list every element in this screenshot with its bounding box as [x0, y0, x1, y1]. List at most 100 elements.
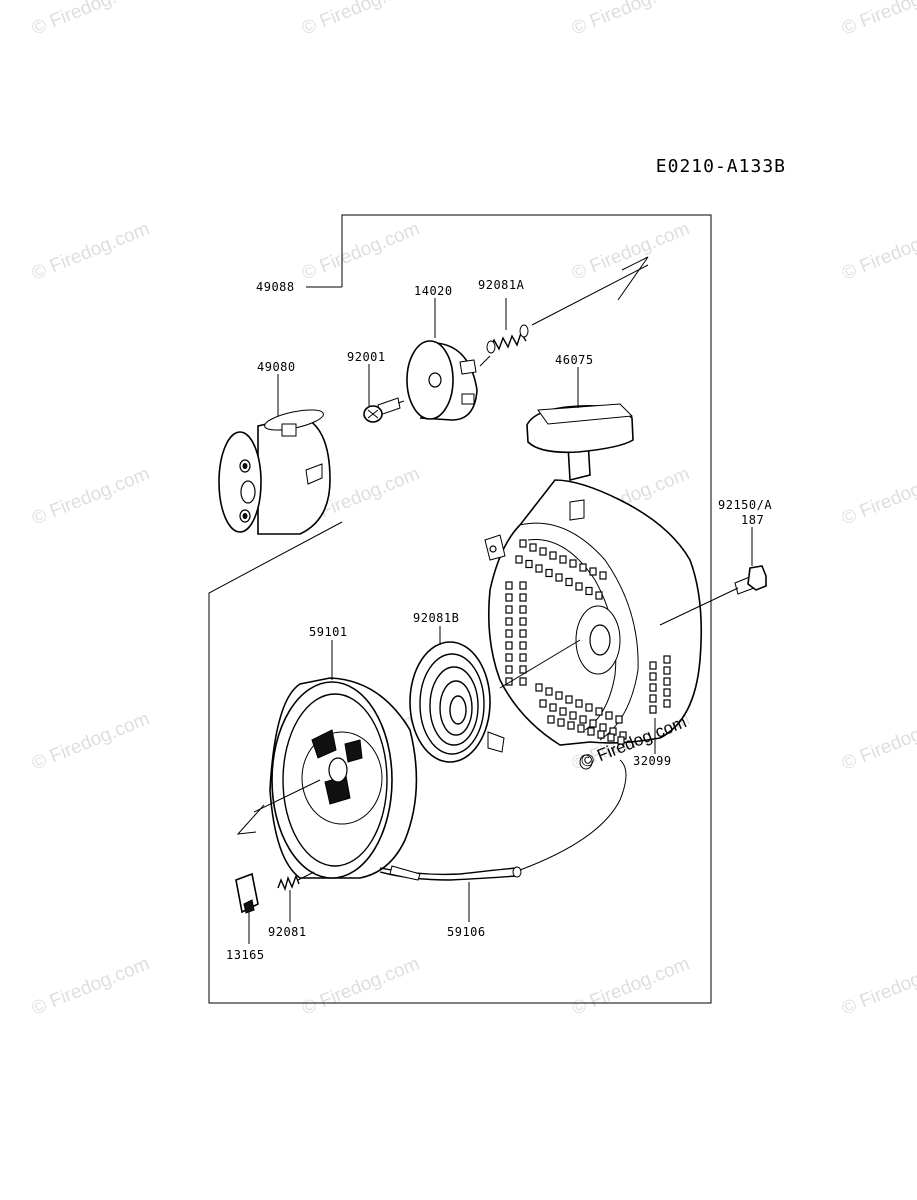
- part-14020-ratchet[interactable]: [406, 340, 478, 421]
- vent-slot: [519, 617, 527, 626]
- label-92081: 92081: [268, 925, 307, 939]
- label-92150a: 92150/A: [718, 498, 772, 512]
- vent-slot: [663, 677, 671, 686]
- vent-slot: [595, 707, 603, 716]
- housing-vent-grille: [505, 539, 671, 745]
- part-59106-rope[interactable]: [379, 759, 627, 881]
- vent-slot: [663, 655, 671, 664]
- vent-slot: [663, 699, 671, 708]
- part-59101-reel[interactable]: [269, 677, 418, 879]
- vent-slot: [605, 711, 613, 720]
- label-49080: 49080: [257, 360, 296, 374]
- vent-slot: [539, 547, 547, 556]
- watermark-text: © Firedog.com: [839, 953, 917, 1019]
- watermark-text: © Firedog.com: [299, 218, 423, 284]
- vent-slot: [559, 707, 567, 716]
- watermark-text: © Firedog.com: [29, 708, 153, 774]
- watermark-text: © Firedog.com: [299, 953, 423, 1019]
- vent-slot: [505, 653, 513, 662]
- label-92081a: 92081A: [478, 278, 525, 292]
- vent-slot: [569, 711, 577, 720]
- watermark-text: © Firedog.com: [839, 0, 917, 40]
- vent-slot: [559, 555, 567, 564]
- vent-slot: [505, 641, 513, 650]
- vent-slot: [567, 721, 575, 730]
- watermark-text: © Firedog.com: [29, 953, 153, 1019]
- label-13165: 13165: [226, 948, 265, 962]
- vent-slot: [519, 593, 527, 602]
- vent-slot: [519, 641, 527, 650]
- watermark-layer: © Firedog.com © Firedog.com © Firedog.com ©…: [29, 0, 917, 1020]
- diagram-code: E0210-A133B: [656, 156, 786, 177]
- vent-slot: [519, 581, 527, 590]
- vent-slot: [565, 577, 573, 587]
- watermark-text: © Firedog.com: [29, 218, 153, 284]
- assembly-frame: [208, 214, 712, 1004]
- part-32099-starter-housing[interactable]: [484, 479, 703, 770]
- vent-slot: [515, 555, 523, 564]
- vent-slot: [549, 703, 557, 712]
- watermark-text: © Firedog.com: [299, 0, 423, 40]
- vent-slot: [539, 699, 547, 708]
- watermark-text: © Firedog.com: [839, 218, 917, 284]
- label-92001: 92001: [347, 350, 386, 364]
- vent-slot: [519, 653, 527, 662]
- vent-slot: [585, 703, 593, 712]
- vent-slot: [519, 539, 527, 548]
- vent-slot: [535, 564, 543, 573]
- watermark-text: © Firedog.com: [29, 463, 153, 529]
- watermark-text: © Firedog.com: [839, 708, 917, 774]
- vent-slot: [587, 727, 595, 736]
- label-59106: 59106: [447, 925, 486, 939]
- vent-slot: [549, 551, 557, 560]
- vent-slot: [555, 573, 563, 582]
- vent-slot: [663, 666, 671, 675]
- vent-slot: [597, 730, 605, 739]
- part-92081a-spring[interactable]: [486, 324, 529, 354]
- part-49080-drive-cup[interactable]: [218, 406, 331, 535]
- vent-slot: [579, 563, 587, 572]
- vent-slot: [569, 559, 577, 568]
- vent-slot: [585, 586, 593, 596]
- watermark-text: © Firedog.com: [839, 463, 917, 529]
- vent-slot: [505, 665, 513, 674]
- part-92081b-recoil-spring[interactable]: [409, 641, 505, 763]
- label-49088: 49088: [256, 280, 295, 294]
- label-92081b: 92081B: [413, 611, 459, 625]
- label-59101: 59101: [309, 625, 348, 639]
- vent-slot: [595, 591, 603, 600]
- vent-slot: [649, 683, 657, 692]
- vent-slot: [649, 694, 657, 703]
- part-13165-clip[interactable]: [235, 872, 259, 914]
- label-46075: 46075: [555, 353, 594, 367]
- vent-slot: [577, 724, 585, 733]
- vent-slot: [565, 695, 573, 704]
- vent-slot: [599, 723, 607, 732]
- vent-slot: [649, 705, 657, 714]
- label-14020: 14020: [414, 284, 453, 298]
- vent-slot: [505, 605, 513, 614]
- watermark-text: © Firedog.com: [569, 953, 693, 1019]
- part-46075-handle[interactable]: [526, 403, 634, 482]
- vent-slot: [615, 715, 623, 724]
- vent-slot: [505, 581, 513, 590]
- vent-slot: [545, 687, 553, 696]
- vent-slot: [519, 677, 527, 686]
- vent-slot: [649, 661, 657, 670]
- vent-slot: [589, 567, 597, 576]
- watermark-text: © Firedog.com: [569, 218, 693, 284]
- part-92001-bolt[interactable]: [363, 397, 401, 423]
- vent-slot: [529, 543, 537, 552]
- watermark-text: © Firedog.com: [569, 0, 693, 40]
- vent-slot: [505, 617, 513, 626]
- vent-slot: [649, 672, 657, 681]
- vent-slot: [545, 568, 553, 578]
- vent-slot: [575, 582, 583, 591]
- vent-slot: [599, 571, 607, 580]
- vent-slot: [617, 736, 625, 745]
- part-92150a-bolt[interactable]: [734, 565, 767, 595]
- label-32099: 32099: [633, 754, 672, 768]
- part-92081-spring[interactable]: [277, 873, 300, 892]
